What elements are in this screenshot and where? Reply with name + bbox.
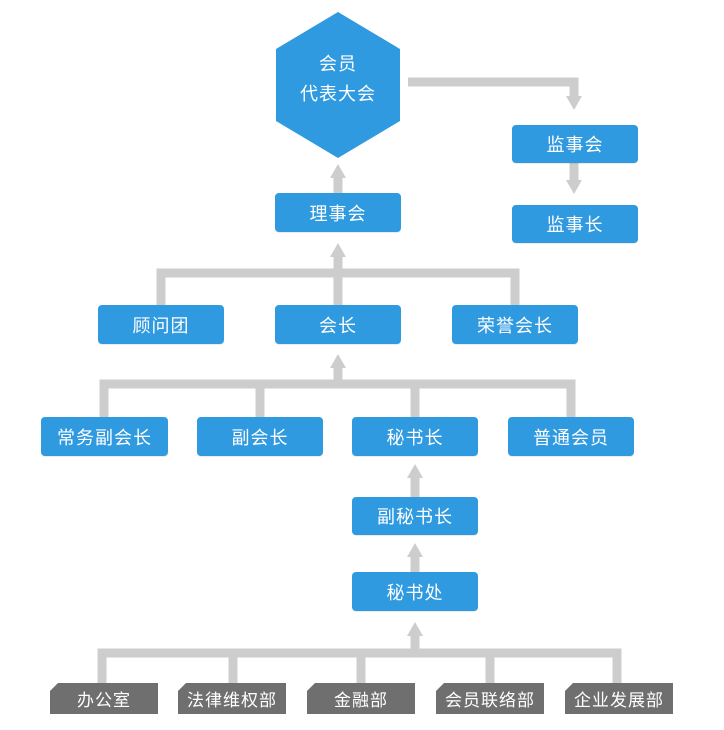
assembly-label-line1: 会员 <box>319 54 357 75</box>
vp-box: 副会长 <box>197 417 323 456</box>
connector-row2-bracket <box>99 379 576 417</box>
connector-assembly-supervisory <box>408 77 579 96</box>
council-box: 理事会 <box>275 193 401 232</box>
dept-shape-3 <box>307 683 415 714</box>
dept-label-finance: 金融部 <box>334 691 388 711</box>
assembly-label: 会员 代表大会 <box>276 50 400 110</box>
arrow-down-supervisory <box>566 96 582 110</box>
arrow-up-council <box>330 243 346 257</box>
dept-label-member-liaison: 会员联络部 <box>445 691 535 711</box>
regular-members-box: 普通会员 <box>508 417 634 456</box>
arrow-up-president <box>330 354 346 368</box>
arrow-down-chair <box>566 180 582 194</box>
secretariat-box: 秘书处 <box>352 572 478 611</box>
president-box: 会长 <box>275 305 401 344</box>
arrow-up-secretariat <box>407 622 423 636</box>
arrow-up-assembly <box>330 164 346 178</box>
dept-shape-5 <box>565 683 673 714</box>
dept-label-legal: 法律维权部 <box>187 691 277 711</box>
dept-label-office: 办公室 <box>77 691 131 711</box>
secretary-general-box: 秘书长 <box>352 417 478 456</box>
honorary-president-box: 荣誉会长 <box>452 305 578 344</box>
dept-shape-4 <box>436 683 544 714</box>
assembly-hexagon <box>276 12 400 158</box>
arrow-up-secgen <box>407 464 423 478</box>
dept-label-enterprise-dev: 企业发展部 <box>574 691 664 711</box>
supervisory-chair-box: 监事长 <box>512 205 638 243</box>
exec-vp-box: 常务副会长 <box>41 417 168 456</box>
advisors-box: 顾问团 <box>98 305 224 344</box>
arrow-up-deputy <box>407 543 423 557</box>
assembly-label-line2: 代表大会 <box>300 84 376 105</box>
dept-shape-2 <box>178 683 286 714</box>
dept-shape-1 <box>50 683 158 714</box>
supervisory-board-box: 监事会 <box>512 125 638 163</box>
deputy-secretary-general-box: 副秘书长 <box>352 497 478 535</box>
